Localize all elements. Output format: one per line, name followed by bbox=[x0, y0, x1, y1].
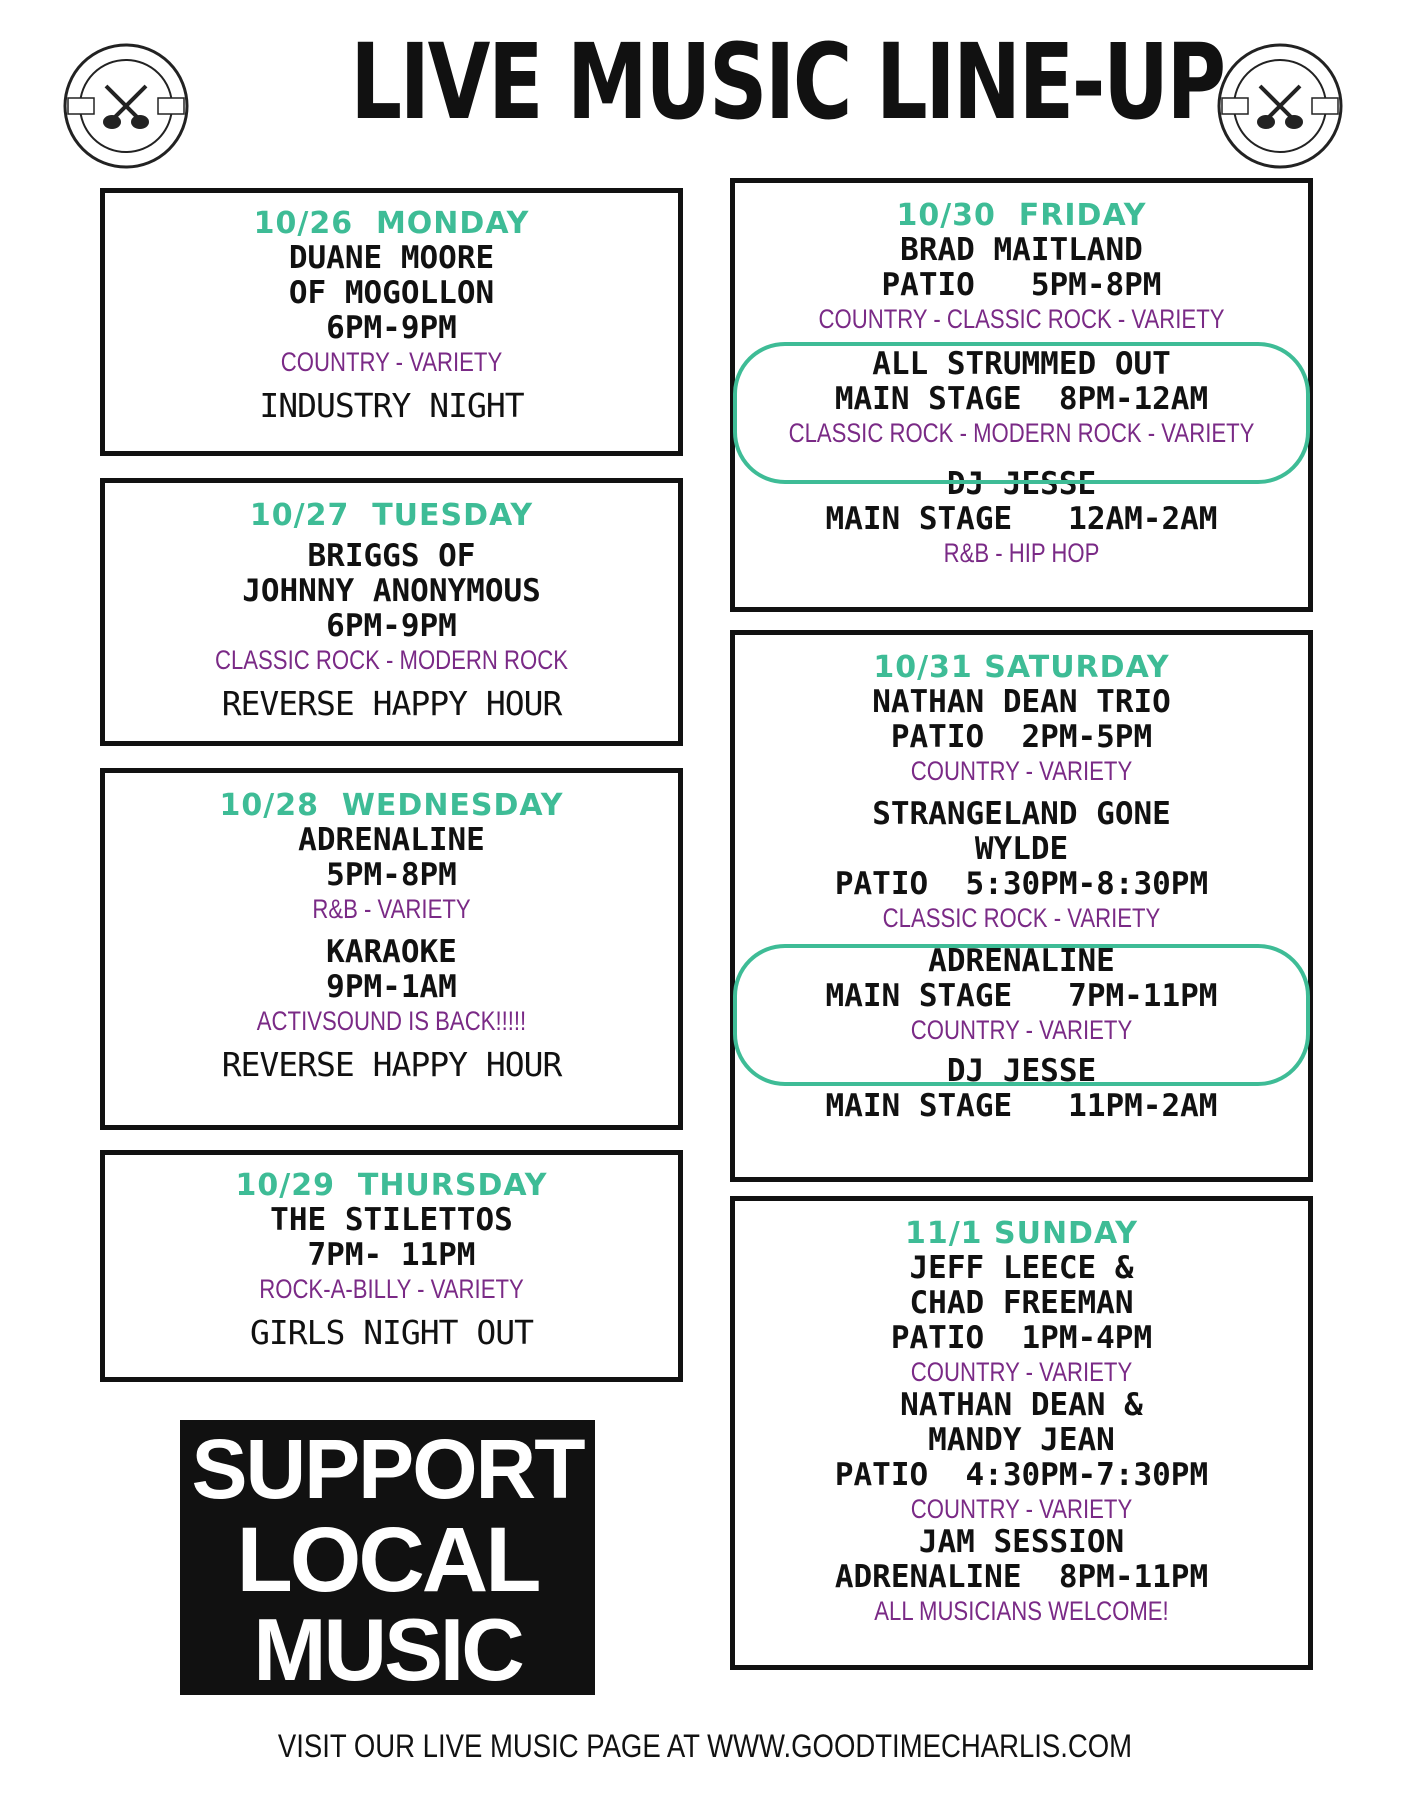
act-name: OF MOGOLLON bbox=[288, 275, 495, 311]
act-name: KARAOKE bbox=[326, 934, 457, 970]
act-name: JAM SESSION bbox=[918, 1524, 1125, 1560]
act-name: CHAD FREEMAN bbox=[909, 1285, 1134, 1321]
day-heading: 10/30 FRIDAY bbox=[896, 198, 1147, 233]
pub-logo-right bbox=[1216, 42, 1344, 170]
act-name: ADRENALINE bbox=[298, 822, 485, 858]
act-name: DJ JESSE bbox=[946, 466, 1097, 502]
act-time: PATIO 2PM-5PM bbox=[890, 719, 1153, 755]
day-card-tuesday: 10/27 TUESDAY BRIGGS OF JOHNNY ANONYMOUS… bbox=[100, 478, 683, 746]
act-name: NATHAN DEAN & bbox=[900, 1387, 1143, 1423]
act-name: STRANGELAND GONE bbox=[872, 796, 1171, 832]
special-event: INDUSTRY NIGHT bbox=[259, 386, 524, 425]
act-time: PATIO 5:30PM-8:30PM bbox=[834, 866, 1209, 902]
support-text: SUPPORT bbox=[191, 1422, 585, 1516]
genre-label: COUNTRY - VARIETY bbox=[910, 756, 1133, 786]
act-time: 7PM- 11PM bbox=[307, 1237, 476, 1273]
day-heading: 10/29 THURSDAY bbox=[235, 1168, 548, 1203]
act-time: 6PM-9PM bbox=[326, 310, 457, 346]
act-name: MANDY JEAN bbox=[928, 1422, 1115, 1458]
special-event: REVERSE HAPPY HOUR bbox=[221, 1045, 563, 1084]
genre-label: ACTIVSOUND IS BACK!!!!! bbox=[256, 1006, 527, 1036]
act-name: NATHAN DEAN TRIO bbox=[872, 684, 1171, 720]
day-heading: 11/1 SUNDAY bbox=[904, 1216, 1139, 1251]
act-time: PATIO 5PM-8PM bbox=[881, 267, 1162, 303]
act-name: THE STILETTOS bbox=[270, 1202, 513, 1238]
act-name: ALL STRUMMED OUT bbox=[872, 346, 1171, 382]
featured-highlight bbox=[733, 342, 1310, 484]
act-time: PATIO 1PM-4PM bbox=[890, 1320, 1153, 1356]
guitar-seal-icon bbox=[1217, 43, 1343, 169]
day-card-wednesday: 10/28 WEDNESDAY ADRENALINE 5PM-8PM R&B -… bbox=[100, 768, 683, 1130]
act-name: JEFF LEECE & bbox=[909, 1250, 1134, 1286]
act-time: 9PM-1AM bbox=[326, 969, 457, 1005]
act-name: BRIGGS OF bbox=[307, 538, 476, 574]
special-event: REVERSE HAPPY HOUR bbox=[221, 684, 563, 723]
genre-label: COUNTRY - VARIETY bbox=[910, 1015, 1133, 1045]
featured-highlight bbox=[733, 944, 1310, 1086]
act-time: PATIO 4:30PM-7:30PM bbox=[834, 1457, 1209, 1493]
genre-label: COUNTRY - CLASSIC ROCK - VARIETY bbox=[818, 304, 1225, 334]
genre-label: R&B - VARIETY bbox=[312, 894, 471, 924]
local-text: LOCAL bbox=[236, 1509, 542, 1611]
genre-label: ALL MUSICIANS WELCOME! bbox=[874, 1596, 1169, 1626]
act-time: ADRENALINE 8PM-11PM bbox=[834, 1559, 1209, 1595]
genre-label: COUNTRY - VARIETY bbox=[910, 1494, 1133, 1524]
act-time: MAIN STAGE 11PM-2AM bbox=[825, 1088, 1218, 1124]
day-card-friday: 10/30 FRIDAY BRAD MAITLAND PATIO 5PM-8PM… bbox=[730, 178, 1313, 612]
page-title: LIVE MUSIC LINE-UP bbox=[350, 21, 1226, 143]
genre-label: R&B - HIP HOP bbox=[943, 538, 1100, 568]
genre-label: COUNTRY - VARIETY bbox=[910, 1357, 1133, 1387]
guitar-seal-icon bbox=[63, 43, 189, 169]
pub-logo-left bbox=[62, 42, 190, 170]
genre-label: ROCK-A-BILLY - VARIETY bbox=[259, 1274, 524, 1304]
act-time: 6PM-9PM bbox=[326, 608, 457, 644]
day-card-monday: 10/26 MONDAY DUANE MOORE OF MOGOLLON 6PM… bbox=[100, 188, 683, 456]
day-heading: 10/28 WEDNESDAY bbox=[219, 788, 564, 823]
act-name: DUANE MOORE bbox=[288, 240, 495, 276]
day-heading: 10/26 MONDAY bbox=[253, 206, 530, 241]
website-footer: VISIT OUR LIVE MUSIC PAGE AT WWW.GOODTIM… bbox=[277, 1728, 1133, 1764]
genre-label: CLASSIC ROCK - VARIETY bbox=[882, 903, 1161, 933]
act-name: JOHNNY ANONYMOUS bbox=[242, 573, 541, 609]
day-heading: 10/31 SATURDAY bbox=[873, 650, 1170, 685]
act-time: MAIN STAGE 8PM-12AM bbox=[834, 381, 1209, 417]
genre-label: CLASSIC ROCK - MODERN ROCK bbox=[214, 645, 569, 675]
day-card-saturday: 10/31 SATURDAY NATHAN DEAN TRIO PATIO 2P… bbox=[730, 630, 1313, 1182]
act-time: MAIN STAGE 12AM-2AM bbox=[825, 501, 1218, 537]
genre-label: COUNTRY - VARIETY bbox=[280, 347, 503, 377]
act-name: WYLDE bbox=[974, 831, 1069, 867]
day-card-sunday: 11/1 SUNDAY JEFF LEECE & CHAD FREEMAN PA… bbox=[730, 1196, 1313, 1670]
special-event: GIRLS NIGHT OUT bbox=[249, 1313, 534, 1352]
day-heading: 10/27 TUESDAY bbox=[249, 498, 534, 533]
music-text: MUSIC bbox=[253, 1600, 525, 1699]
support-local-music-badge: SUPPORT LOCAL MUSIC bbox=[180, 1420, 595, 1695]
day-card-thursday: 10/29 THURSDAY THE STILETTOS 7PM- 11PM R… bbox=[100, 1150, 683, 1382]
genre-label: CLASSIC ROCK - MODERN ROCK - VARIETY bbox=[788, 418, 1255, 448]
act-time: MAIN STAGE 7PM-11PM bbox=[825, 978, 1218, 1014]
act-name: BRAD MAITLAND bbox=[900, 232, 1143, 268]
act-time: 5PM-8PM bbox=[326, 857, 457, 893]
act-name: ADRENALINE bbox=[928, 943, 1115, 979]
